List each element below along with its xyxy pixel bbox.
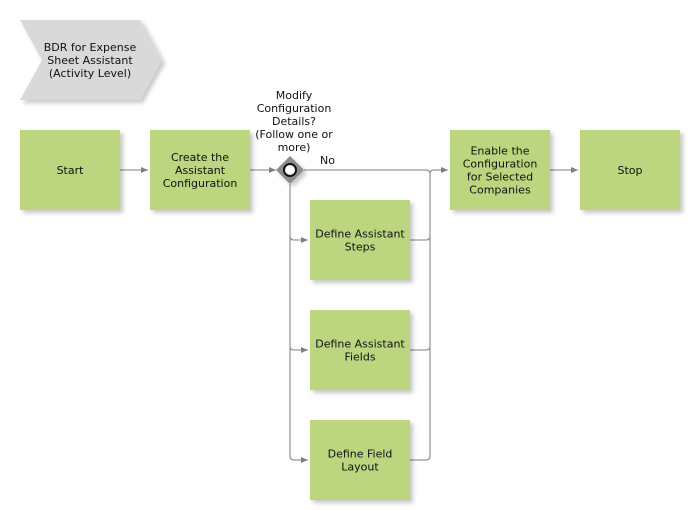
t-enable-line: Configuration xyxy=(463,158,538,171)
edge-fields-return xyxy=(410,345,431,351)
activity-start-label: Start xyxy=(57,164,85,177)
t-steps-line: Steps xyxy=(345,241,376,254)
t-question-line: Configuration xyxy=(257,102,332,115)
gateway-inclusive-marker xyxy=(283,163,297,177)
title-text-line: BDR for Expense xyxy=(44,41,137,54)
t-steps-line: Define Assistant xyxy=(315,228,405,241)
t-layout-line: Layout xyxy=(341,461,379,474)
gateway-no-label: No xyxy=(320,154,335,167)
t-question-line: Details? xyxy=(272,115,316,128)
t-create-line: Create the xyxy=(171,151,229,164)
t-enable-line: for Selected xyxy=(467,171,533,184)
edge-gateway-to-fields xyxy=(289,345,308,353)
edges xyxy=(120,167,578,463)
edge-gateway-to-steps xyxy=(289,235,308,243)
t-question-line: more) xyxy=(278,141,311,154)
t-question-line: (Follow one or xyxy=(255,128,333,141)
title-text-line: (Activity Level) xyxy=(49,67,131,80)
activity-stop[interactable]: Stop xyxy=(580,130,680,210)
edge-steps-return xyxy=(410,235,431,241)
activity-stop-label: Stop xyxy=(617,164,642,177)
t-enable-line: Enable the xyxy=(470,145,529,158)
gateway-modify-config[interactable] xyxy=(276,156,304,184)
edge-gateway-to-layout xyxy=(289,184,308,463)
edge-gateway-no xyxy=(304,169,431,175)
t-layout-line: Define Field xyxy=(328,448,393,461)
edge-layout-return xyxy=(410,174,431,461)
t-fields-line: Fields xyxy=(344,351,375,364)
edge-merge-to-enable xyxy=(429,167,448,175)
activity-start[interactable]: Start xyxy=(20,130,120,210)
t-stop-line: Stop xyxy=(617,164,642,177)
t-enable-line: Companies xyxy=(469,184,531,197)
t-question-line: Modify xyxy=(276,89,313,102)
t-create-line: Configuration xyxy=(163,177,238,190)
title-text-line: Sheet Assistant xyxy=(47,54,133,67)
t-start-line: Start xyxy=(57,164,85,177)
t-fields-line: Define Assistant xyxy=(315,338,405,351)
t-create-line: Assistant xyxy=(175,164,226,177)
